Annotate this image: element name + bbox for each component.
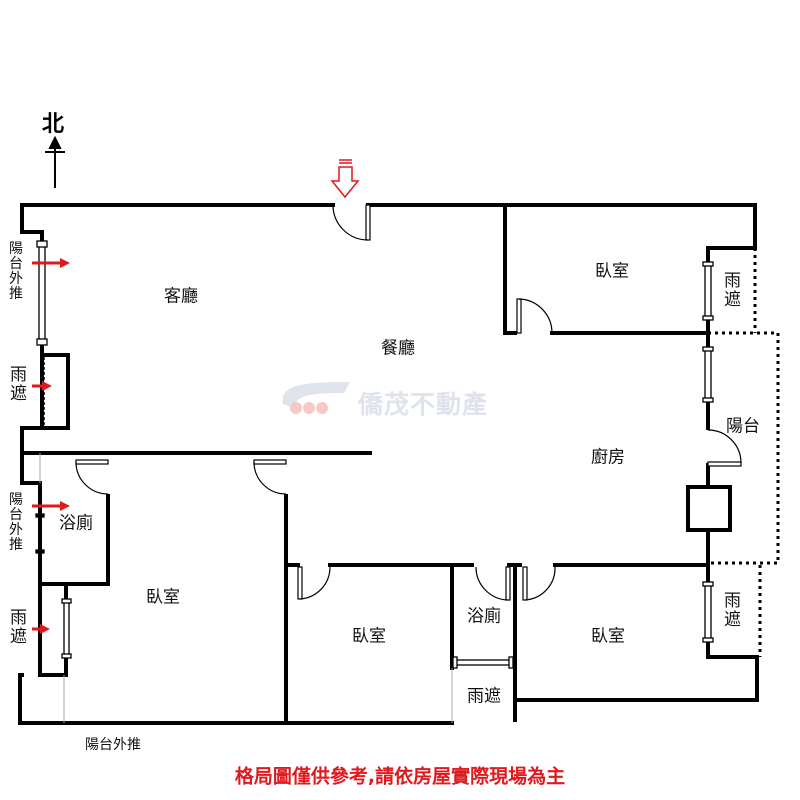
canopy-top-right: 雨遮 bbox=[724, 271, 741, 310]
room-balcony-right: 陽台 bbox=[726, 416, 760, 437]
balcony-ext-upper: 陽台外推 bbox=[9, 241, 23, 302]
watermark-logo bbox=[282, 382, 350, 414]
bath-door-middle bbox=[505, 566, 511, 601]
bedroom-door-middle bbox=[297, 566, 303, 600]
north-label: 北 bbox=[42, 112, 65, 137]
room-bedroom-left: 臥室 bbox=[146, 587, 180, 608]
bedroom-door-left bbox=[253, 459, 287, 465]
dotted-outlines bbox=[43, 248, 780, 657]
room-dining: 餐廳 bbox=[381, 338, 415, 359]
bedroom-door-bottom-right bbox=[522, 566, 528, 601]
room-kitchen: 廚房 bbox=[591, 447, 625, 468]
thin-lines bbox=[39, 453, 453, 723]
room-bedroom-middle: 臥室 bbox=[352, 626, 386, 647]
watermark-text: 僑茂不動產 bbox=[358, 390, 489, 419]
bath-door-left bbox=[75, 459, 109, 465]
doors bbox=[75, 204, 742, 601]
entrance-arrow-icon bbox=[330, 159, 360, 199]
room-bedroom-top-right: 臥室 bbox=[595, 261, 629, 282]
canopy-middle: 雨遮 bbox=[467, 686, 501, 707]
canopy-left-upper: 雨遮 bbox=[10, 365, 27, 404]
canopy-bottom-right: 雨遮 bbox=[724, 591, 741, 630]
push-out-arrows bbox=[32, 258, 70, 634]
north-arrow-icon bbox=[45, 135, 65, 188]
room-living: 客廳 bbox=[164, 286, 198, 307]
room-bath-middle: 浴廁 bbox=[467, 606, 501, 627]
balcony-ext-bottom: 陽台外推 bbox=[85, 737, 141, 753]
entrance-door bbox=[365, 204, 371, 241]
disclaimer-caption: 格局圖僅供參考,請依房屋實際現場為主 bbox=[234, 765, 566, 788]
balcony-door bbox=[707, 461, 742, 467]
windows bbox=[35, 240, 714, 669]
balcony-ext-lower: 陽台外推 bbox=[9, 492, 23, 553]
walls bbox=[18, 203, 759, 725]
bedroom-door-top-right bbox=[516, 298, 522, 334]
room-bath-left: 浴廁 bbox=[59, 513, 93, 534]
room-bedroom-bottom-right: 臥室 bbox=[591, 626, 625, 647]
canopy-left-lower: 雨遮 bbox=[10, 608, 27, 647]
